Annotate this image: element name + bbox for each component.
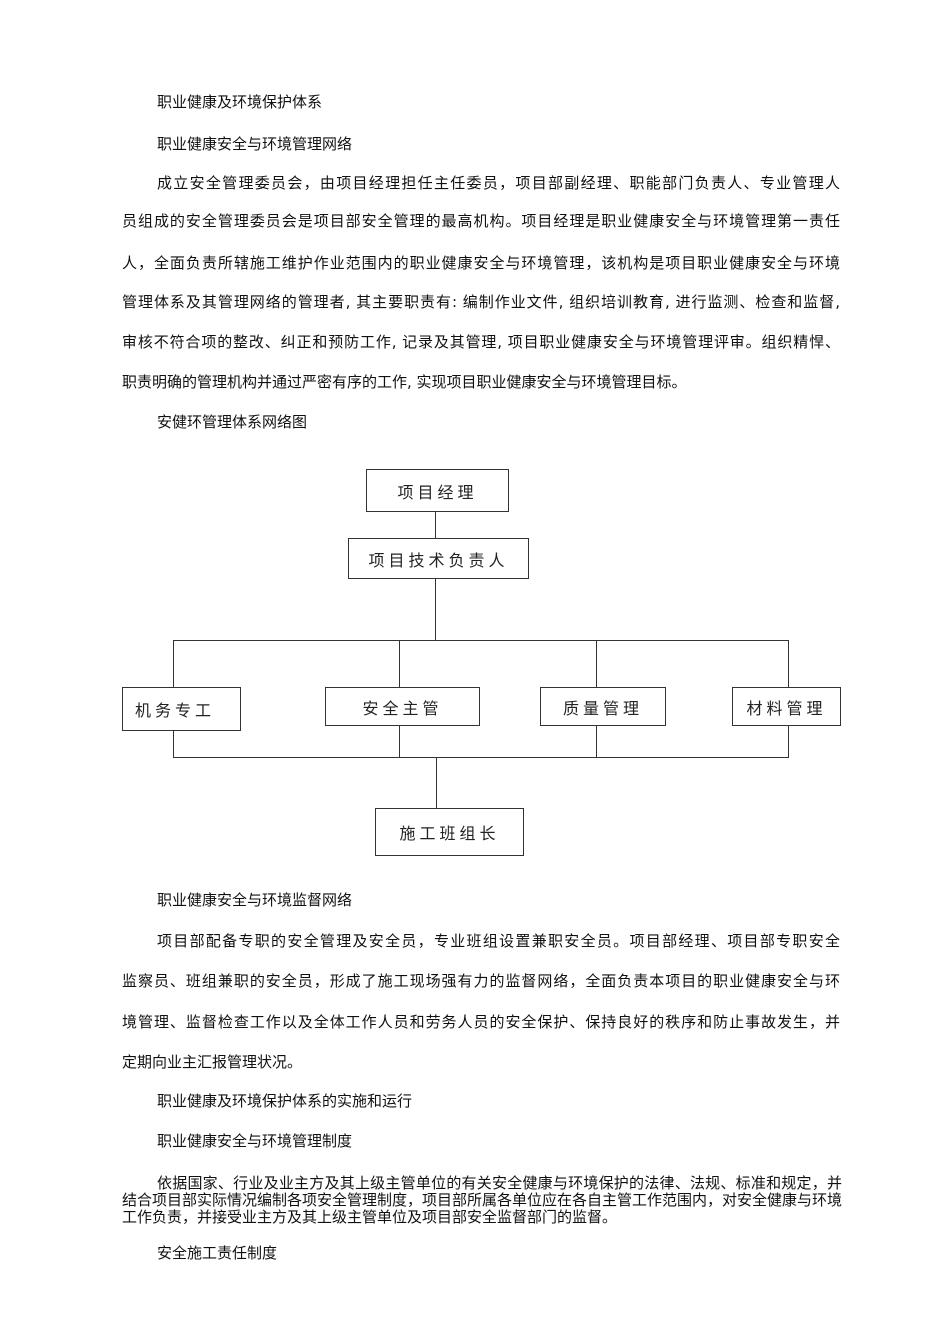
- paragraph-line: 员组成的安全管理委员会是项目部安全管理的最高机构。项目经理是职业健康安全与环境管…: [122, 212, 840, 230]
- connector-line: [399, 726, 400, 758]
- paragraph-line: 境管理、监督检查工作以及全体工作人员和劳务人员的安全保护、保持良好的秩序和防止事…: [122, 1013, 840, 1031]
- paragraph-management-rules: 依据国家、行业及业主方及其上级主管单位的有关安全健康与环境保护的法律、法规、标准…: [122, 1175, 842, 1226]
- connector-line: [173, 757, 789, 758]
- org-node-safety-supervisor: 安全主管: [325, 687, 480, 726]
- section-heading: 职业健康及环境保护体系: [157, 93, 323, 111]
- org-node-label: 材料管理: [746, 698, 827, 718]
- paragraph-line: 项目部配备专职的安全管理及安全员，专业班组设置兼职安全员。项目部经理、项目部专职…: [157, 932, 840, 950]
- org-node-label: 施工班组长: [399, 824, 500, 843]
- connector-line: [173, 640, 174, 687]
- paragraph-line: 人，全面负责所辖施工维护作业范围内的职业健康安全与环境管理，该机构是项目职业健康…: [122, 254, 840, 272]
- connector-line: [173, 640, 789, 641]
- org-node-materials-management: 材料管理: [732, 687, 841, 726]
- org-node-mechanical-engineer: 机务专工: [122, 687, 241, 731]
- paragraph-text: 依据国家、行业及业主方及其上级主管单位的有关安全健康与环境保护的法律、法规、标准…: [122, 1174, 843, 1226]
- section-heading: 职业健康及环境保护体系的实施和运行: [157, 1092, 413, 1110]
- section-subheading: 职业健康安全与环境监督网络: [157, 891, 353, 909]
- org-node-technical-lead: 项目技术负责人: [348, 538, 529, 579]
- org-node-label: 质量管理: [562, 698, 643, 718]
- paragraph-line: 监察员、班组兼职的安全员，形成了施工现场强有力的监督网络，全面负责本项目的职业健…: [122, 972, 840, 990]
- figure-caption: 安健环管理体系网络图: [157, 413, 308, 431]
- connector-line: [399, 640, 400, 687]
- connector-line: [436, 757, 437, 808]
- paragraph-line: 职责明确的管理机构并通过严密有序的工作, 实现项目职业健康安全与环境管理目标。: [122, 373, 687, 391]
- connector-line: [435, 512, 436, 538]
- section-subheading: 职业健康安全与环境管理网络: [157, 135, 353, 153]
- connector-line: [596, 726, 597, 758]
- paragraph-line: 管理体系及其管理网络的管理者, 其主要职责有: 编制作业文件, 组织培训教育, …: [122, 293, 840, 311]
- org-node-quality-management: 质量管理: [540, 687, 666, 726]
- paragraph-line: 成立安全管理委员会，由项目经理担任主任委员，项目部副经理、职能部门负责人、专业管…: [157, 174, 840, 192]
- connector-line: [435, 579, 436, 641]
- paragraph-line: 定期向业主汇报管理状况。: [122, 1053, 303, 1071]
- connector-line: [596, 640, 597, 687]
- connector-line: [788, 726, 789, 758]
- org-node-label: 项目经理: [397, 482, 478, 502]
- org-node-label: 安全主管: [362, 698, 443, 718]
- org-node-team-leader: 施工班组长: [375, 808, 524, 856]
- connector-line: [788, 640, 789, 687]
- section-heading: 安全施工责任制度: [157, 1244, 278, 1262]
- connector-line: [173, 731, 174, 758]
- org-node-label: 项目技术负责人: [368, 550, 509, 570]
- section-subheading: 职业健康安全与环境管理制度: [157, 1132, 353, 1150]
- paragraph-line: 审核不符合项的整改、纠正和预防工作, 记录及其管理, 项目职业健康安全与环境管理…: [122, 333, 840, 351]
- org-node-label: 机务专工: [135, 701, 216, 720]
- org-node-project-manager: 项目经理: [366, 469, 509, 512]
